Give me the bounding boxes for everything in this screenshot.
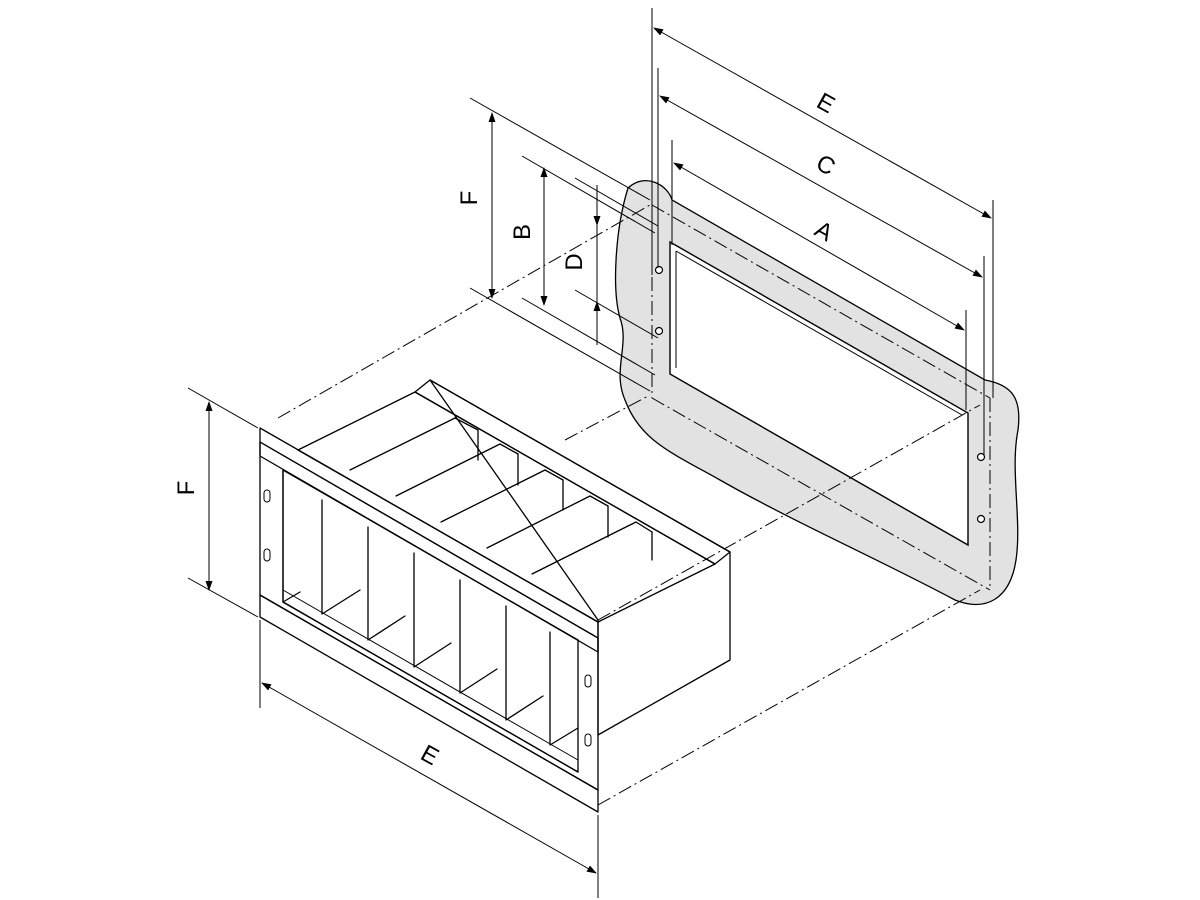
dim-label-B: B: [509, 224, 536, 240]
dim-label-F-panel: F: [456, 191, 483, 206]
panel-cutout: [614, 180, 1020, 606]
mounting-hole: [976, 452, 986, 462]
dim-label-D: D: [561, 253, 588, 270]
dim-label-E-panel: E: [812, 88, 839, 119]
mounting-hole: [654, 265, 664, 275]
bottom-rail: [259, 594, 599, 813]
projection-lines: [277, 204, 981, 806]
dim-line-E-panel: [653, 27, 992, 219]
card-guides: [282, 469, 579, 746]
mounting-slot: [263, 489, 271, 503]
dim-label-C: C: [812, 149, 840, 181]
dim-line-A: [673, 162, 965, 331]
height-dimensions: F B D: [456, 97, 659, 392]
dim-label-A: A: [810, 216, 837, 247]
mounting-slot: [584, 674, 592, 688]
mounting-hole: [654, 326, 664, 336]
mounting-slot: [584, 733, 592, 747]
dim-line-E-rack: [261, 682, 597, 874]
front-frame: [259, 441, 599, 791]
dim-label-E-rack: E: [416, 740, 443, 771]
subrack: [259, 379, 731, 813]
subrack-dimensions: F E: [173, 387, 599, 898]
mounting-hole: [976, 514, 986, 524]
dim-label-F-rack: F: [173, 481, 200, 496]
mounting-slot: [263, 548, 271, 562]
